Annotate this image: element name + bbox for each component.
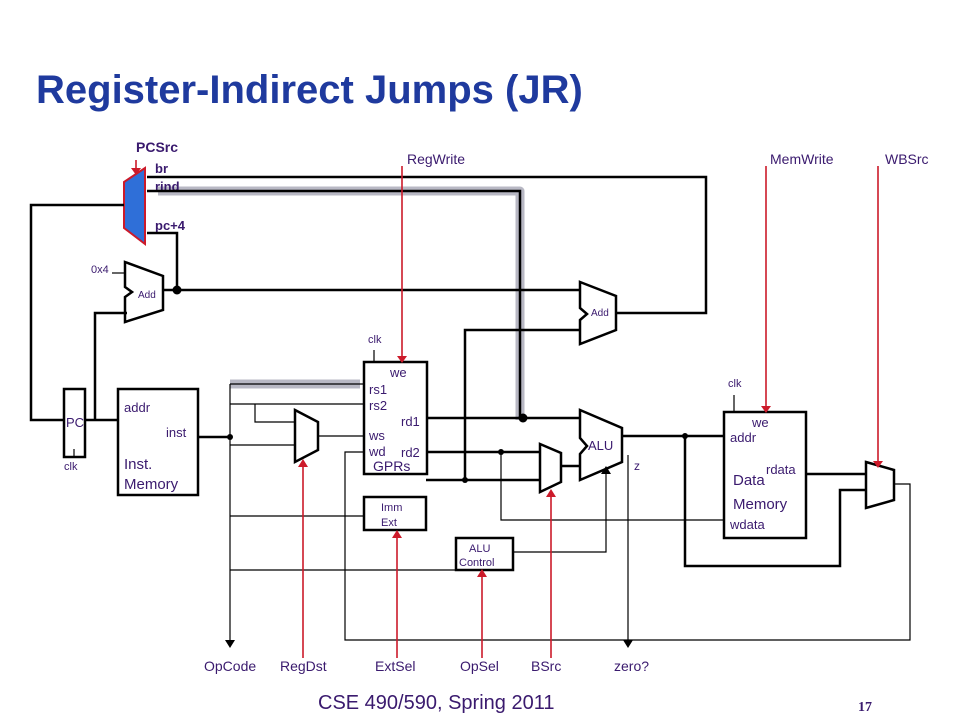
dmem-rdata: rdata <box>766 462 796 477</box>
junction-dot <box>518 413 528 423</box>
extsel-label: ExtSel <box>375 658 415 674</box>
alu-zero-label: z <box>634 459 640 473</box>
dmem-we: we <box>751 415 769 430</box>
gpr-rd2: rd2 <box>401 445 420 460</box>
bsrc-label: BSrc <box>531 658 561 674</box>
gpr-we: we <box>389 365 407 380</box>
junction-dot <box>227 434 233 440</box>
wbsrc-mux <box>864 460 896 510</box>
gpr-rs1: rs1 <box>369 382 387 397</box>
dmem-title1: Data <box>733 472 765 489</box>
inst-mem-title2: Memory <box>124 476 179 493</box>
alu-control <box>454 536 515 572</box>
imm-ext-line1: Imm <box>381 502 402 514</box>
alu <box>578 408 624 482</box>
junction-dot <box>462 477 468 483</box>
opcode-label: OpCode <box>204 658 256 674</box>
dmem-clk-label: clk <box>728 378 742 390</box>
gpr-title: GPRs <box>373 458 410 474</box>
pc-adder <box>123 260 165 324</box>
alu-control-line1: ALU <box>469 543 490 555</box>
memwrite-label: MemWrite <box>770 151 834 167</box>
alu-control-line2: Control <box>459 557 494 569</box>
branch-adder <box>578 280 618 346</box>
opsel-label: OpSel <box>460 658 499 674</box>
imm-ext <box>362 495 428 532</box>
zero-label: zero? <box>614 658 649 674</box>
pc-label: PC <box>66 415 84 430</box>
bsrc-mux <box>538 442 563 494</box>
pc-adder-label: Add <box>138 290 156 301</box>
inst-mem-title1: Inst. <box>124 456 152 473</box>
wbsrc-label: WBSrc <box>885 151 929 167</box>
alu-label: ALU <box>588 438 613 453</box>
dmem-wdata: wdata <box>729 517 765 532</box>
junction-dot <box>172 285 182 295</box>
regwrite-label: RegWrite <box>407 151 465 167</box>
inst-memory <box>116 387 200 497</box>
mux-input-br: br <box>155 161 168 176</box>
regdst-mux <box>293 407 320 465</box>
pcsrc-label: PCSrc <box>136 139 178 155</box>
gpr-rs2: rs2 <box>369 398 387 413</box>
pc-mux <box>123 166 146 247</box>
gpr-clk-label: clk <box>368 334 382 346</box>
imm-ext-line2: Ext <box>381 517 397 529</box>
dmem-title2: Memory <box>733 496 788 513</box>
gpr-rd1: rd1 <box>401 414 420 429</box>
inst-mem-addr: addr <box>124 400 151 415</box>
page-number: 17 <box>858 700 872 715</box>
pc-adder-const: 0x4 <box>91 264 109 276</box>
dmem-addr: addr <box>730 430 757 445</box>
pc-clk-label: clk <box>64 461 78 473</box>
inst-mem-inst: inst <box>166 425 187 440</box>
mux-input-pc4: pc+4 <box>155 218 186 233</box>
branch-adder-label: Add <box>591 308 609 319</box>
gpr-wd: wd <box>368 444 386 459</box>
gpr-ws: ws <box>368 428 385 443</box>
footer-course: CSE 490/590, Spring 2011 <box>318 692 554 714</box>
regdst-label: RegDst <box>280 658 327 674</box>
slide-title: Register-Indirect Jumps (JR) <box>36 68 583 112</box>
